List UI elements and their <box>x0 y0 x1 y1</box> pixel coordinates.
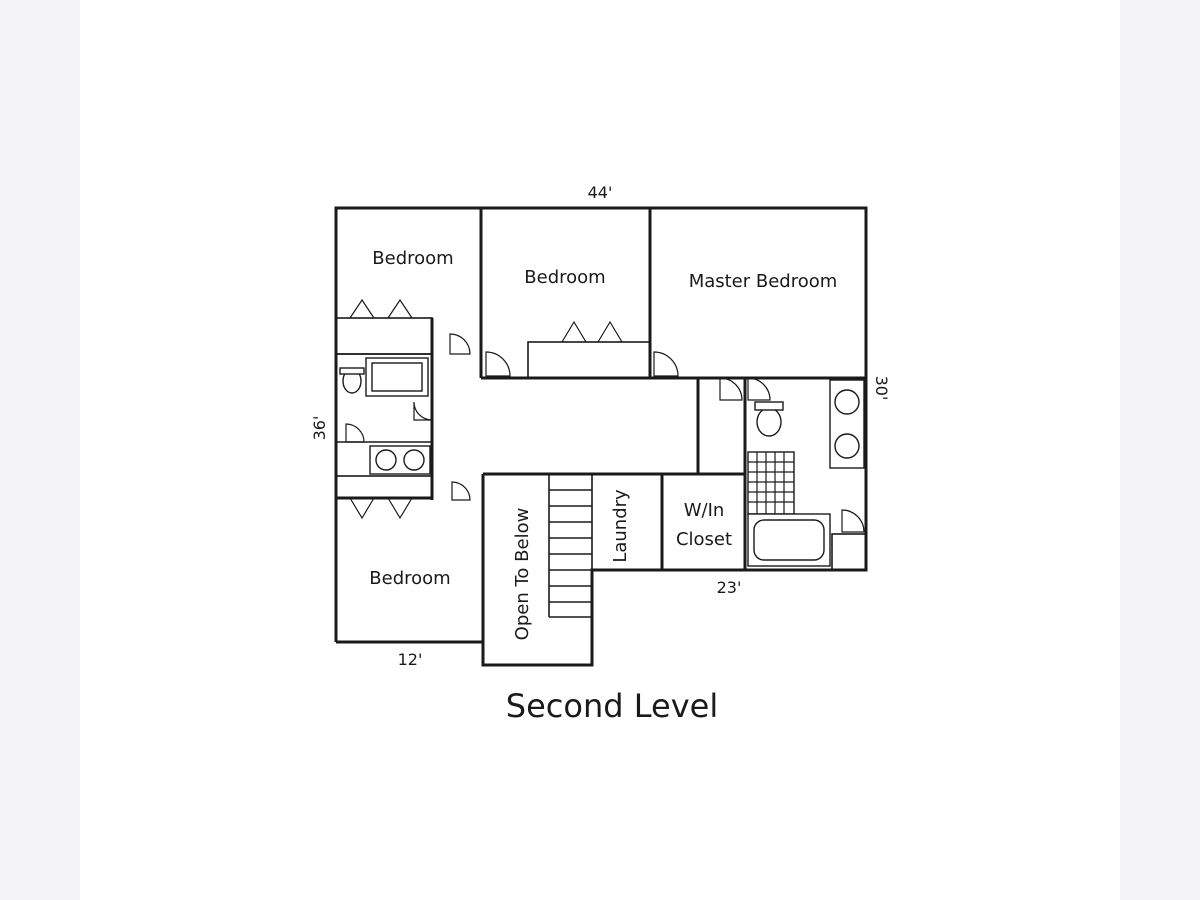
dimension-bottom-right: 23' <box>717 578 742 597</box>
room-label-bedroom-bottom-left: Bedroom <box>369 568 450 589</box>
dimension-left: 36' <box>310 416 329 441</box>
interior-walls <box>335 208 867 665</box>
room-label-walk-in-closet-line2: Closet <box>676 529 732 550</box>
stair-treads <box>549 489 592 603</box>
floor-plan-title: Second Level <box>506 687 718 725</box>
door-swings <box>345 298 865 533</box>
dimension-top: 44' <box>588 183 613 202</box>
floor-plan-sheet <box>80 0 1120 900</box>
room-label-bedroom-top-middle: Bedroom <box>524 267 605 288</box>
room-label-laundry: Laundry <box>610 489 631 563</box>
dimension-bottom-left: 12' <box>398 650 423 669</box>
fixtures <box>339 357 865 567</box>
shower-tile-grid <box>748 452 794 514</box>
room-label-walk-in-closet-line1: W/In <box>684 500 725 521</box>
room-label-bedroom-top-left: Bedroom <box>372 248 453 269</box>
room-label-master-bedroom: Master Bedroom <box>689 271 838 292</box>
room-label-open-to-below: Open To Below <box>512 508 533 641</box>
dimension-right: 30' <box>872 376 891 401</box>
